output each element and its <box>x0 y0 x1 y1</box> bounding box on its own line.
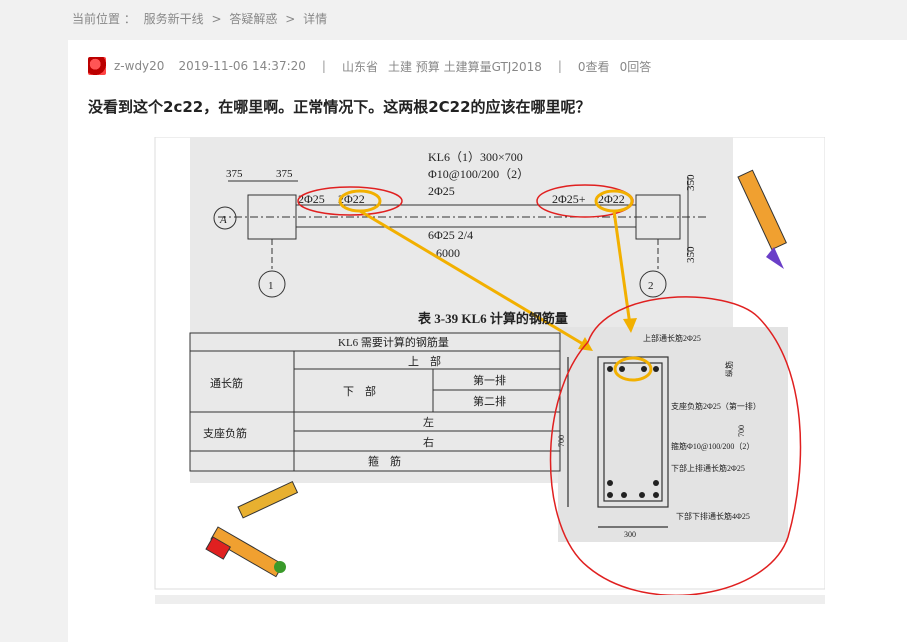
table-header: KL6 需要计算的钢筋量 <box>338 335 449 349</box>
breadcrumb-prefix: 当前位置 ： <box>72 12 136 26</box>
section-cover: 纵筋 <box>724 361 734 377</box>
section-side: 700 <box>737 425 746 437</box>
table-title: 表 3-39 KL6 计算的钢筋量 <box>417 311 568 326</box>
dim-350-top: 350 <box>685 174 697 191</box>
axis-1-bubble <box>258 270 286 298</box>
rebar-table <box>189 332 561 472</box>
yellow-circle-section <box>613 356 653 382</box>
section-width: 300 <box>624 530 636 539</box>
right-support-b: 2Φ22 <box>598 192 625 206</box>
section-bottom-upper-note: 下部上排通长筋2Φ25 <box>671 463 745 473</box>
question-title: 没看到这个2c22，在哪里啊。正常情况下。这两根2C22的应该在哪里呢？ <box>88 98 591 116</box>
section-bottom-lower-note: 下部下排通长筋4Φ25 <box>676 511 750 521</box>
dim-375-left: 375 <box>226 168 243 180</box>
top-bar-label: 2Φ25 <box>428 184 455 198</box>
post-datetime: 2019-11-06 14:37:20 <box>178 59 306 73</box>
section-height: 700 <box>557 435 566 447</box>
red-circle-left <box>297 186 403 216</box>
row-second: 第二排 <box>473 394 506 408</box>
pencil-clipart-top <box>737 169 787 269</box>
scan-left-panel <box>154 137 825 590</box>
bottom-bar-label: 6Φ25 2/4 <box>428 228 473 242</box>
breadcrumb: 当前位置 ： 服务新干线 > 答疑解惑 > 详情 <box>72 10 331 27</box>
arrow-right <box>612 210 632 326</box>
span-label: 6000 <box>436 246 460 260</box>
section-panel <box>558 327 788 542</box>
stirrup-label: Φ10@100/200（2） <box>428 167 529 181</box>
section-support-note: 支座负筋2Φ25（第一排） <box>671 401 761 411</box>
right-support-a: 2Φ25+ <box>552 192 586 206</box>
pencils-clipart-bottom <box>205 480 299 578</box>
meta-divider: | <box>321 59 326 73</box>
beam-section <box>567 356 669 528</box>
arrow-right-head <box>623 318 637 333</box>
col-support: 支座负筋 <box>203 426 247 440</box>
row-stirrup: 箍 筋 <box>368 454 401 468</box>
breadcrumb-separator: > <box>285 12 296 26</box>
row-bottom: 下 部 <box>343 384 376 398</box>
row-first: 第一排 <box>473 373 506 387</box>
section-top-note: 上部通长筋2Φ25 <box>643 333 701 343</box>
left-support-a: 2Φ25 <box>298 192 325 206</box>
axis-1-label: 1 <box>268 280 274 292</box>
section-rebars <box>607 366 659 498</box>
breadcrumb-item-qa[interactable]: 答疑解惑 <box>229 12 278 26</box>
row-left: 左 <box>423 416 434 429</box>
post-region: 山东省 <box>341 59 378 74</box>
breadcrumb-separator: > <box>211 12 222 26</box>
post-meta: z-wdy20 2019-11-06 14:37:20 | 山东省 土建 预算 … <box>88 57 651 75</box>
beam-elevation <box>218 177 708 269</box>
breadcrumb-item-detail: 详情 <box>303 12 328 26</box>
answer-count: 0回答 <box>619 59 652 74</box>
view-count: 0查看 <box>577 59 610 74</box>
row-right: 右 <box>423 435 434 449</box>
scan-bottom-strip <box>155 595 825 604</box>
question-image[interactable]: A 1 2 375 375 350 350 KL6（1）300×700 Φ10@… <box>88 137 825 604</box>
post-tags: 土建 预算 土建算量GTJ2018 <box>387 59 542 74</box>
axis-a-label: A <box>219 214 227 226</box>
dim-375-right: 375 <box>276 168 293 180</box>
row-top: 上 部 <box>408 354 441 368</box>
axis-2-bubble <box>639 270 667 298</box>
arrow-left <box>359 209 589 349</box>
dim-350-bottom: 350 <box>685 246 697 263</box>
avatar[interactable] <box>88 57 106 75</box>
axis-2-label: 2 <box>648 280 654 292</box>
breadcrumb-item-service[interactable]: 服务新干线 <box>143 12 204 26</box>
axis-a-bubble <box>213 206 237 230</box>
question-card: z-wdy20 2019-11-06 14:37:20 | 山东省 土建 预算 … <box>68 40 907 642</box>
beam-label: KL6（1）300×700 <box>428 150 523 164</box>
author-name[interactable]: z-wdy20 <box>114 59 165 73</box>
col-through: 通长筋 <box>210 376 243 390</box>
meta-divider: | <box>557 59 562 73</box>
red-outline-section <box>549 296 802 597</box>
section-stirrup-note: 箍筋Φ10@100/200（2） <box>671 441 754 451</box>
